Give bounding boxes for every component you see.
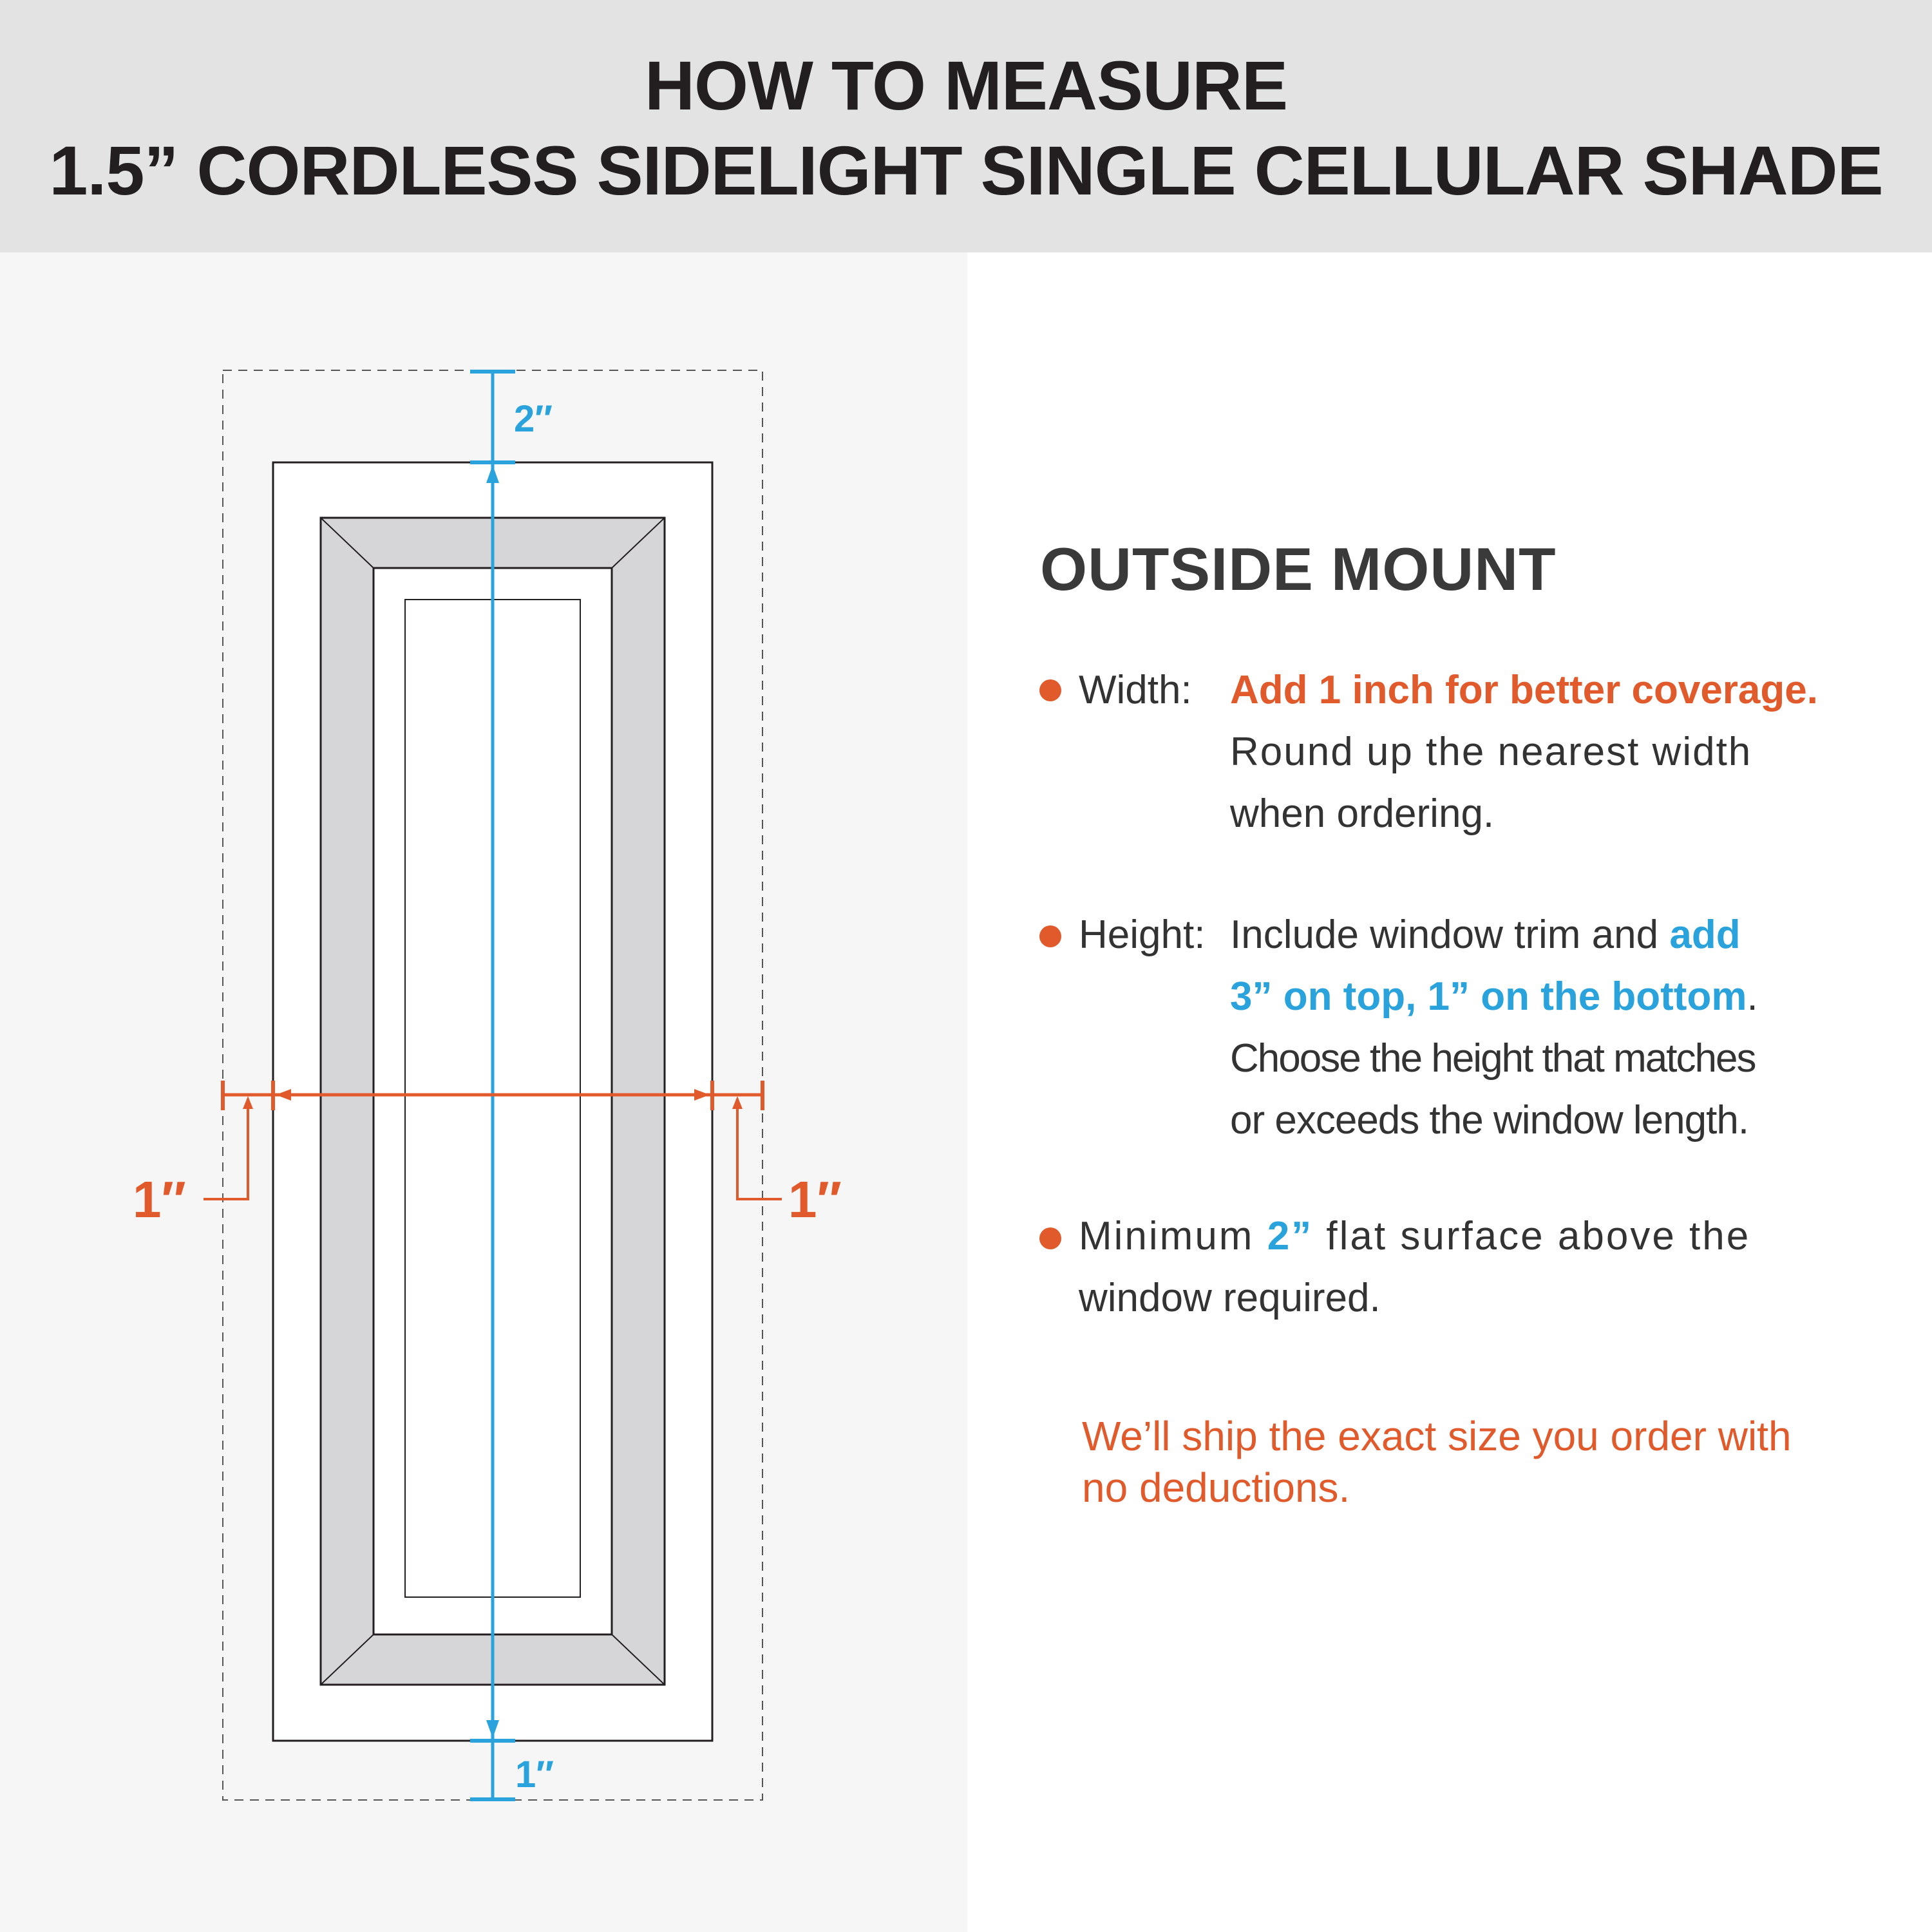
right-leader-line xyxy=(736,1099,782,1200)
bullet-dot xyxy=(1039,679,1061,701)
bottom-dimension-label: 1″ xyxy=(515,1754,554,1795)
height-label: Height: xyxy=(1079,913,1206,957)
section-title: OUTSIDE MOUNT xyxy=(1040,535,1557,603)
bevel-line xyxy=(611,1634,665,1685)
height-line-1: Include window trim and add xyxy=(1230,904,1741,966)
bevel-line xyxy=(320,517,374,569)
header-banner: HOW TO MEASURE 1.5” CORDLESS SIDELIGHT S… xyxy=(0,0,1932,252)
height-line-2-end: . xyxy=(1747,974,1758,1019)
shipping-note-line-2: no deductions. xyxy=(1082,1464,1350,1511)
width-arrow-right xyxy=(694,1089,710,1101)
title-line-2: 1.5” CORDLESS SIDELIGHT SINGLE CELLULAR … xyxy=(49,131,1883,209)
height-line-1-text: Include window trim and xyxy=(1230,913,1670,957)
measurement-diagram: 2″ 1″ 1″ 1″ xyxy=(133,370,842,1801)
height-arrow-up xyxy=(486,465,499,483)
minimum-text-end: flat surface above the xyxy=(1313,1214,1751,1258)
left-leader-line xyxy=(204,1099,249,1200)
bullet-dot xyxy=(1039,1227,1061,1249)
bullet-dot xyxy=(1039,925,1061,947)
width-line-3: when ordering. xyxy=(1230,791,1495,836)
height-top-bottom-highlight: 3” on top, 1” on the bottom xyxy=(1230,974,1747,1019)
height-line-4: or exceeds the window length. xyxy=(1230,1098,1749,1142)
shipping-note-line-1: We’ll ship the exact size you order with xyxy=(1082,1413,1792,1459)
shipping-note: We’ll ship the exact size you order with… xyxy=(1082,1410,1887,1513)
right-leader-arrow xyxy=(732,1096,743,1109)
bevel-line xyxy=(320,1634,374,1685)
width-highlight: Add 1 inch for better coverage. xyxy=(1230,668,1818,712)
bevel-line xyxy=(611,517,665,569)
minimum-highlight: 2” xyxy=(1267,1214,1314,1258)
minimum-line-2: window required. xyxy=(1079,1276,1381,1320)
height-arrow-down xyxy=(486,1720,499,1738)
height-line-3: Choose the height that matches xyxy=(1230,1036,1756,1081)
top-dimension-label: 2″ xyxy=(514,398,553,440)
width-label: Width: xyxy=(1079,668,1192,712)
height-add-highlight: add xyxy=(1669,913,1741,957)
width-arrow-left xyxy=(276,1089,291,1101)
minimum-text-start: Minimum xyxy=(1079,1214,1267,1258)
right-dimension-label: 1″ xyxy=(788,1171,842,1228)
left-leader-arrow xyxy=(243,1096,253,1109)
width-line-2: Round up the nearest width xyxy=(1230,730,1752,774)
left-dimension-label: 1″ xyxy=(133,1171,186,1228)
minimum-line-1: Minimum 2” flat surface above the xyxy=(1079,1206,1750,1267)
height-line-2: 3” on top, 1” on the bottom. xyxy=(1230,966,1758,1028)
title-line-1: HOW TO MEASURE xyxy=(644,46,1288,124)
